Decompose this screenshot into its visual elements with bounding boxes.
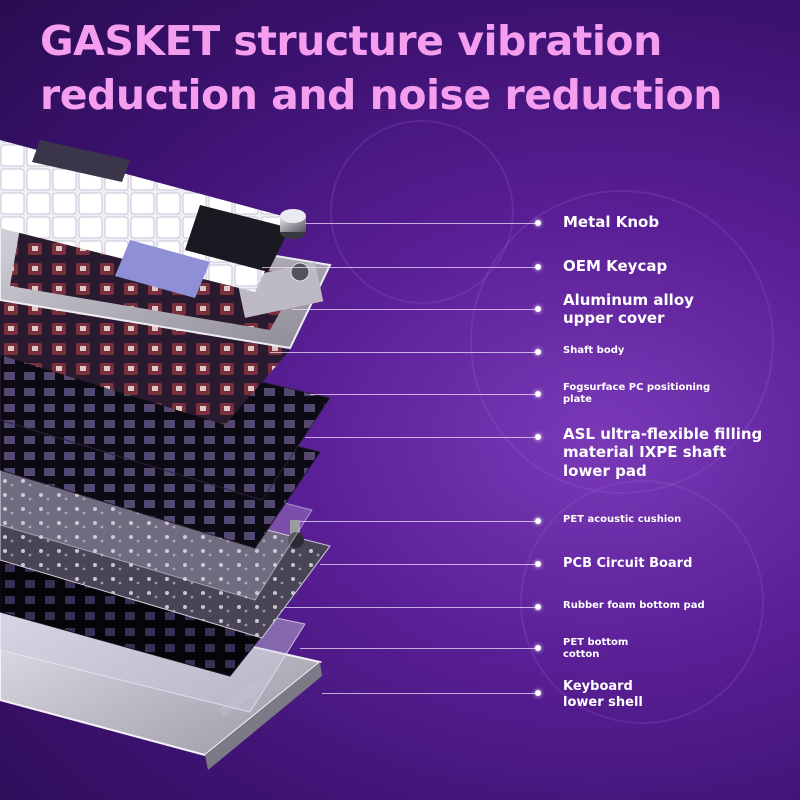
label-pet-acoustic-cushion: PET acoustic cushion [563, 514, 682, 525]
pointer-dot-pc-positioning-plate [535, 391, 541, 397]
leader-line-keyboard-lower-shell [322, 693, 538, 694]
pointer-dot-pet-bottom-cotton [535, 645, 541, 651]
label-pcb-circuit-board: PCB Circuit Board [563, 556, 693, 571]
label-ixpe-shaft-lower-pad: ASL ultra-flexible filling material IXPE… [563, 425, 763, 480]
label-pet-bottom-cotton: PET bottom cotton [563, 637, 629, 661]
pointer-dot-pet-acoustic-cushion [535, 518, 541, 524]
pointer-dot-pcb-circuit-board [535, 561, 541, 567]
leader-line-oem-keycap [262, 267, 538, 268]
leader-line-shaft-body [270, 352, 538, 353]
pointer-dot-aluminum-upper-cover [535, 306, 541, 312]
title-line-2: reduction and noise reduction [40, 71, 722, 119]
label-pc-positioning-plate: Fogsurface PC positioning plate [563, 382, 711, 406]
label-metal-knob: Metal Knob [563, 213, 660, 231]
pointer-dot-oem-keycap [535, 264, 541, 270]
label-keyboard-lower-shell: Keyboard lower shell [563, 679, 643, 710]
label-rubber-foam-bottom-pad: Rubber foam bottom pad [563, 600, 705, 611]
label-aluminum-upper-cover: Aluminum alloy upper cover [563, 291, 694, 328]
title-line-1: GASKET structure vibration [40, 17, 662, 65]
pointer-dot-shaft-body [535, 349, 541, 355]
page-title: GASKET structure vibration reduction and… [40, 14, 780, 122]
pointer-dot-metal-knob [535, 220, 541, 226]
metal-knob-layer [280, 209, 306, 239]
background-decor-ring [330, 120, 514, 304]
leader-line-rubber-foam-bottom-pad [285, 607, 538, 608]
keyboard-exploded-view [0, 140, 332, 770]
leader-line-aluminum-upper-cover [292, 309, 538, 310]
leader-line-pet-acoustic-cushion [300, 521, 538, 522]
label-oem-keycap: OEM Keycap [563, 257, 668, 275]
pointer-dot-rubber-foam-bottom-pad [535, 604, 541, 610]
label-shaft-body: Shaft body [563, 345, 625, 356]
leader-line-pc-positioning-plate [310, 394, 538, 395]
background-decor-ring [520, 480, 764, 724]
pointer-dot-ixpe-shaft-lower-pad [535, 434, 541, 440]
leader-line-pcb-circuit-board [320, 564, 538, 565]
leader-line-metal-knob [305, 223, 538, 224]
leader-line-ixpe-shaft-lower-pad [305, 437, 538, 438]
oem-keycap-layer [0, 140, 290, 298]
leader-line-pet-bottom-cotton [300, 648, 538, 649]
pointer-dot-keyboard-lower-shell [535, 690, 541, 696]
